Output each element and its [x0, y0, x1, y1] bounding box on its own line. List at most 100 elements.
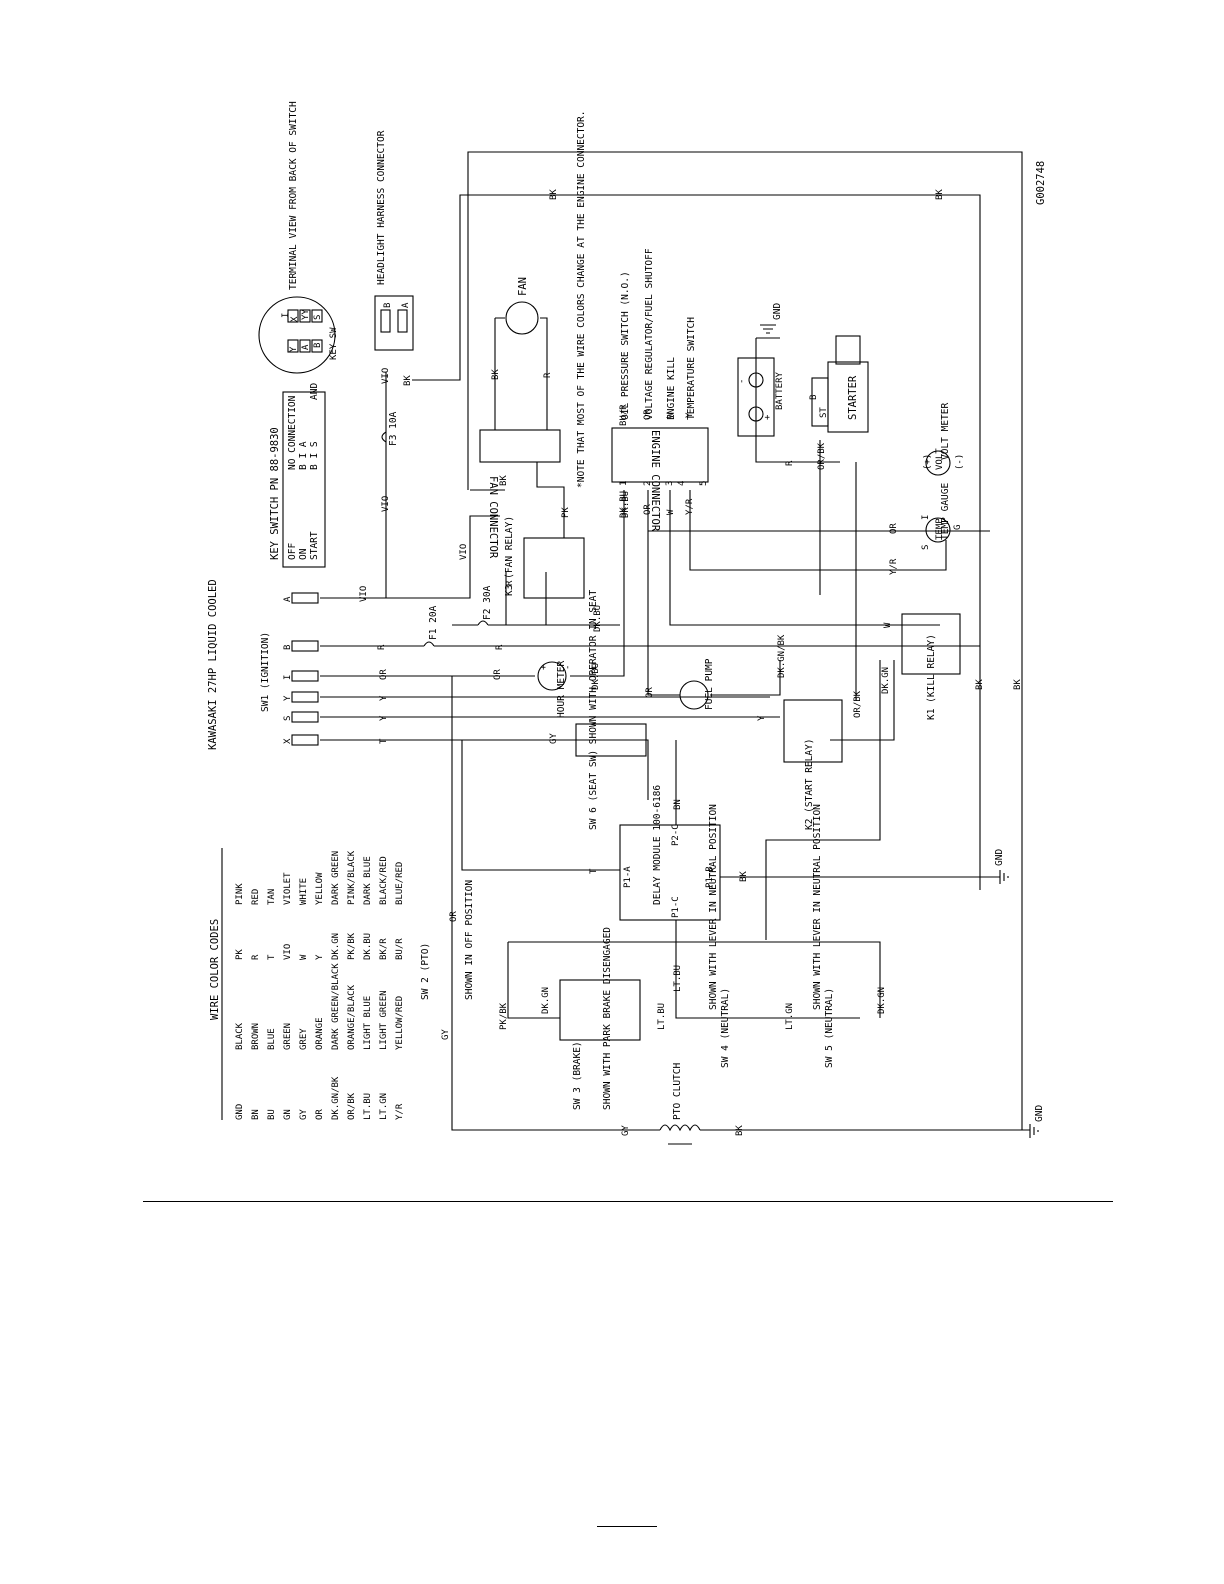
svg-text:OR/BK: OR/BK [853, 690, 863, 718]
svg-text:R: R [377, 644, 387, 650]
svg-text:(+): (+) [923, 454, 933, 470]
svg-text:DARK GREEN: DARK GREEN [331, 851, 341, 905]
svg-text:OR/BK: OR/BK [817, 442, 827, 470]
wire-r-battery [755, 337, 840, 463]
svg-text:DARK GREEN/BLACK: DARK GREEN/BLACK [331, 963, 341, 1050]
fan-motor [505, 301, 539, 335]
wire-dkbu-hour [570, 490, 625, 677]
svg-text:LIGHT BLUE: LIGHT BLUE [363, 996, 373, 1050]
svg-text:GREEN: GREEN [283, 1023, 293, 1050]
svg-text:3: 3 [665, 481, 675, 486]
gnd-delay [999, 870, 1009, 884]
wire-dkbu-k3 [545, 572, 620, 626]
svg-text:DK.GN/BK: DK.GN/BK [331, 1076, 341, 1120]
svg-text:SHOWN WITH LEVER IN NEUTRAL PO: SHOWN WITH LEVER IN NEUTRAL POSITION [812, 804, 823, 1010]
terminal-view-label: TERMINAL VIEW FROM BACK OF SWITCH [288, 101, 299, 290]
fan-relay-box [523, 537, 585, 599]
temp-gauge-dial [925, 517, 951, 543]
svg-text:AND: AND [309, 383, 320, 400]
svg-text:SW 5 (NEUTRAL): SW 5 (NEUTRAL) [824, 988, 835, 1068]
svg-text:BROWN: BROWN [251, 1023, 261, 1050]
svg-text:SHOWN WITH PARK BRAKE DISENGAG: SHOWN WITH PARK BRAKE DISENGAGED [602, 927, 613, 1110]
svg-text:GN: GN [283, 1109, 293, 1120]
svg-text:OR: OR [643, 409, 653, 420]
svg-text:BK: BK [491, 369, 501, 380]
svg-text:SW 4 (NEUTRAL): SW 4 (NEUTRAL) [720, 988, 731, 1068]
svg-text:BK: BK [935, 189, 945, 200]
svg-text:K3 (FAN RELAY): K3 (FAN RELAY) [504, 516, 515, 596]
svg-text:YY: YY [301, 309, 311, 320]
svg-text:KEY SW: KEY SW [329, 327, 339, 360]
svg-text:GY: GY [549, 733, 559, 744]
svg-text:OFF: OFF [287, 543, 298, 560]
svg-text:BLUE: BLUE [267, 1028, 277, 1050]
svg-text:BK: BK [499, 475, 509, 486]
svg-text:-: - [737, 379, 747, 384]
svg-text:Y/R: Y/R [685, 498, 695, 515]
svg-text:W: W [666, 509, 676, 515]
svg-text:P2-C: P2-C [671, 824, 681, 846]
seat-switch-box [575, 723, 647, 757]
fan-connector-box [479, 429, 561, 463]
svg-text:R: R [785, 460, 795, 466]
diagram-title: KAWASAKI 27HP LIQUID COOLED [207, 579, 219, 750]
volt-meter-dial [925, 450, 951, 476]
svg-text:LT.BU: LT.BU [657, 1003, 667, 1030]
hour-meter-dial [537, 661, 567, 691]
svg-text:VIO: VIO [359, 586, 369, 602]
svg-text:DK.BU: DK.BU [591, 663, 601, 690]
svg-text:PK/BK: PK/BK [499, 1002, 509, 1030]
svg-text:GY: GY [299, 1109, 309, 1120]
svg-text:K2 (START RELAY): K2 (START RELAY) [804, 738, 815, 830]
svg-text:I: I [283, 675, 293, 680]
svg-text:X: X [290, 316, 300, 322]
svg-text:OR: OR [379, 669, 389, 680]
svg-text:W: W [666, 412, 676, 418]
svg-text:FUEL PUMP: FUEL PUMP [704, 658, 715, 710]
svg-text:S: S [921, 545, 931, 550]
fuel-pump-motor [679, 680, 709, 710]
svg-text:SW 3 (BRAKE): SW 3 (BRAKE) [572, 1041, 583, 1110]
footer-rule [597, 1526, 657, 1527]
svg-text:STARTER: STARTER [847, 375, 859, 420]
svg-text:B: B [809, 395, 819, 400]
svg-text:B I A: B I A [298, 441, 309, 470]
svg-text:S: S [283, 716, 293, 721]
svg-text:START: START [309, 531, 320, 560]
svg-text:LT.GN: LT.GN [785, 1003, 795, 1030]
svg-text:T: T [379, 738, 389, 744]
svg-text:1: 1 [619, 481, 629, 486]
kill-relay-box [901, 613, 961, 675]
svg-text:+: + [539, 664, 549, 670]
svg-text:P1-B: P1-B [705, 866, 715, 888]
key-switch-table [282, 391, 326, 568]
svg-text:BU: BU [267, 1109, 277, 1120]
svg-text:R: R [543, 372, 553, 378]
components [258, 295, 1039, 1145]
svg-text:SW 6 (SEAT SW) SHOWN WITH OPER: SW 6 (SEAT SW) SHOWN WITH OPERATOR IN SE… [588, 590, 599, 830]
svg-text:DK.GN: DK.GN [877, 987, 887, 1014]
wire-brake-loop [507, 941, 881, 1019]
pto-clutch-coil [659, 1124, 701, 1132]
svg-text:DARK BLUE: DARK BLUE [363, 856, 373, 905]
svg-text:GY: GY [621, 1125, 631, 1136]
svg-text:OR/BK: OR/BK [347, 1092, 357, 1120]
svg-text:NO CONNECTION: NO CONNECTION [287, 395, 298, 470]
drawing-id: G002748 [1035, 161, 1047, 205]
svg-text:W: W [883, 622, 893, 628]
svg-text:VOLT: VOLT [935, 448, 945, 470]
svg-text:LT.BU: LT.BU [363, 1093, 373, 1120]
svg-text:TAN: TAN [267, 889, 277, 905]
page-divider [143, 1201, 1113, 1202]
svg-text:ENGINE CONNECTOR: ENGINE CONNECTOR [649, 430, 661, 532]
svg-text:Y: Y [283, 695, 293, 701]
svg-text:VIOLET: VIOLET [283, 872, 293, 905]
svg-text:GREY: GREY [299, 1028, 309, 1050]
svg-text:A: A [301, 344, 311, 350]
brake-switch-box [559, 979, 641, 1041]
svg-text:BN: BN [673, 799, 683, 810]
wire-color-codes: WIRE COLOR CODES GND BLACK BN BROWN BU B… [209, 848, 405, 1120]
svg-text:B: B [383, 303, 393, 308]
svg-text:P1-C: P1-C [671, 896, 681, 918]
svg-text:PINK/BLACK: PINK/BLACK [347, 850, 357, 905]
